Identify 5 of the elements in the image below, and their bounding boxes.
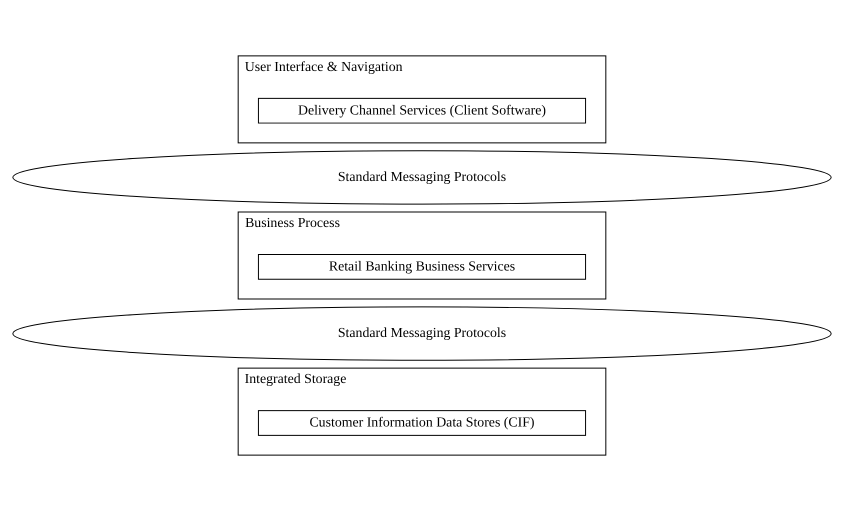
node-ellipse: Standard Messaging Protocols [12,306,832,360]
node-box: Customer Information Data Stores (CIF) [258,410,586,436]
node-ellipse: Standard Messaging Protocols [12,150,832,204]
node-box: Delivery Channel Services (Client Software) [258,97,586,124]
node-box: Retail Banking Business Services [258,254,586,280]
